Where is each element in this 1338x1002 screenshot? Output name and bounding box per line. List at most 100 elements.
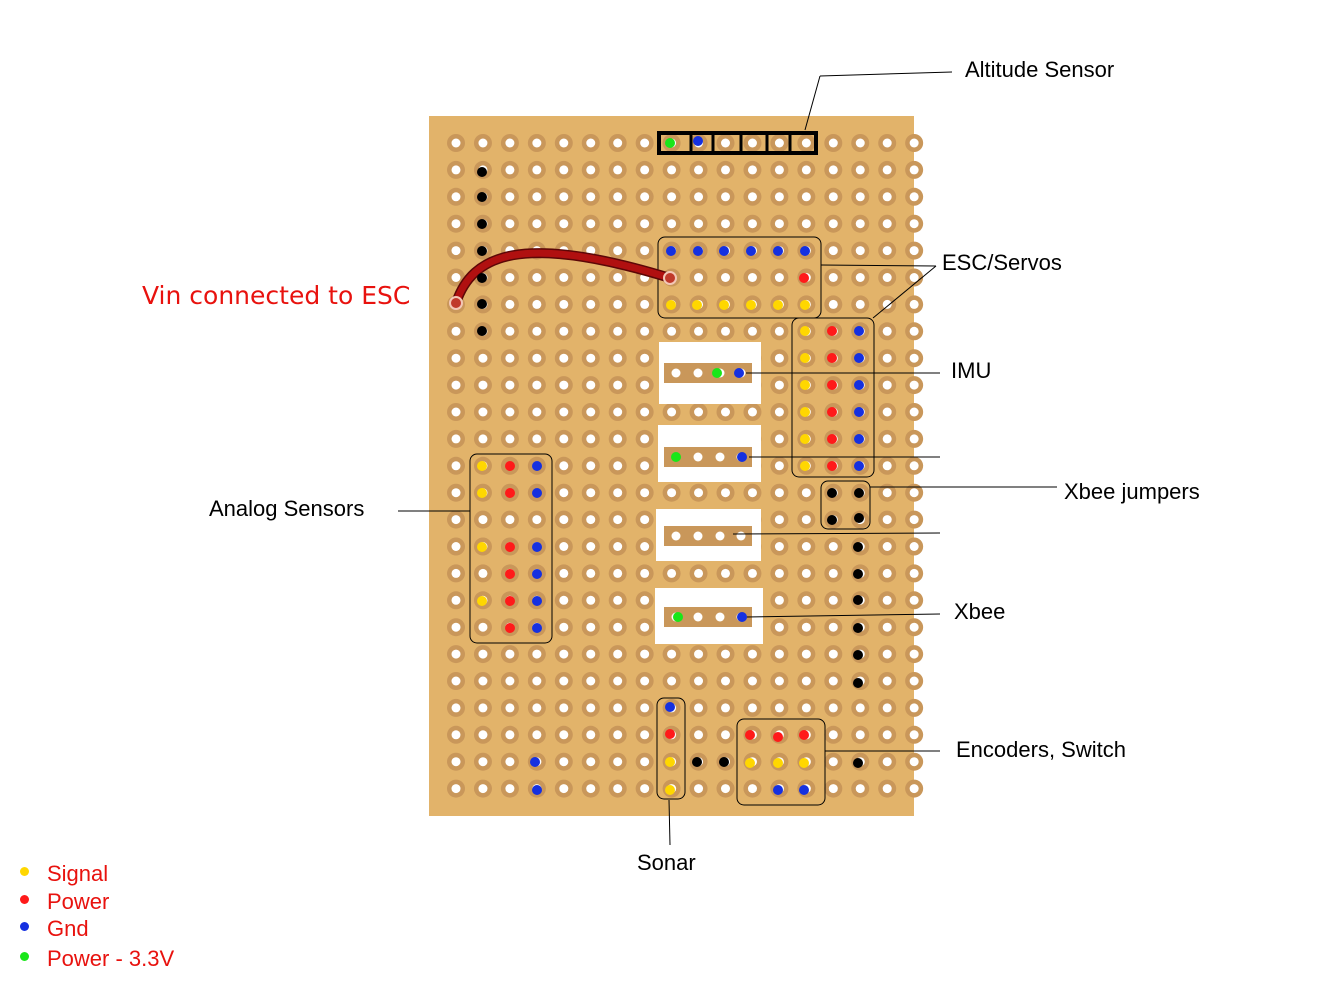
legend-item-power-3v3: Power - 3.3V	[20, 948, 174, 970]
pad-hole	[721, 138, 730, 148]
pad-hole	[721, 703, 730, 713]
gnd-dot	[773, 785, 783, 795]
pad-hole	[586, 219, 596, 229]
pad-hole	[613, 353, 623, 363]
pad-hole	[613, 380, 623, 390]
pad-hole	[532, 165, 542, 175]
pad-hole	[855, 246, 865, 256]
pad-hole	[559, 407, 569, 417]
gnd-dot	[734, 368, 744, 378]
pad-hole	[613, 138, 623, 148]
pad-hole	[478, 622, 488, 632]
gnd-dot	[665, 702, 675, 712]
pad-hole	[721, 326, 730, 336]
pad-hole	[559, 542, 569, 551]
pad-hole	[559, 568, 569, 578]
pad-hole	[882, 649, 892, 659]
pad-hole	[667, 165, 677, 175]
pad-hole	[451, 138, 461, 148]
pad-hole	[451, 730, 461, 740]
pad-hole	[667, 192, 677, 202]
power-3v3-dot	[673, 612, 683, 622]
gnd-dot	[532, 488, 542, 498]
pad-hole	[532, 273, 542, 282]
header-hole	[693, 368, 703, 378]
pad-hole	[774, 192, 784, 202]
power-dot	[773, 732, 783, 742]
gnd-dot	[800, 246, 810, 256]
power-3v3-dot	[712, 368, 722, 378]
pad-hole	[828, 299, 838, 309]
signal-dot-icon	[20, 866, 29, 876]
gnd-dot	[532, 785, 542, 795]
power-dot	[505, 623, 515, 633]
pad-hole	[909, 407, 919, 417]
pad-hole	[559, 622, 569, 632]
pad-hole	[828, 676, 838, 686]
wire-end	[663, 271, 677, 285]
pad-hole	[505, 407, 515, 417]
pad-hole	[747, 676, 757, 686]
pad-hole	[451, 757, 461, 767]
pad-hole	[532, 730, 542, 740]
pad-hole	[586, 784, 596, 794]
pad-hole	[747, 488, 757, 498]
pad-hole	[640, 730, 650, 740]
pad-hole	[774, 380, 784, 390]
pad-hole	[451, 353, 461, 363]
pad-hole	[855, 273, 865, 282]
gnd-dot	[693, 246, 703, 256]
pad-hole	[505, 784, 515, 794]
pad-hole	[909, 676, 919, 686]
pad-hole	[505, 273, 515, 282]
black-dot	[719, 757, 729, 767]
pad-hole	[694, 273, 704, 282]
pad-hole	[613, 488, 623, 498]
pad-hole	[828, 219, 838, 229]
pad-hole	[855, 299, 865, 309]
pad-hole	[909, 649, 919, 659]
pad-hole	[774, 649, 784, 659]
pad-hole	[478, 676, 488, 686]
pad-hole	[451, 326, 461, 336]
signal-dot	[799, 758, 809, 768]
pad-hole	[855, 219, 865, 229]
pad-hole	[559, 703, 569, 713]
pad-hole	[532, 434, 542, 444]
pad-hole	[559, 192, 569, 202]
pad-hole	[505, 353, 515, 363]
pad-hole	[613, 542, 623, 551]
pad-hole	[721, 730, 730, 740]
pad-hole	[640, 326, 650, 336]
pad-hole	[747, 219, 757, 229]
pad-hole	[478, 784, 488, 794]
pad-hole	[667, 407, 677, 417]
power-3v3-dot	[665, 138, 675, 148]
pad-hole	[694, 407, 704, 417]
gnd-dot	[737, 612, 747, 622]
pad-hole	[801, 622, 811, 632]
pad-hole	[559, 380, 569, 390]
pad-hole	[613, 434, 623, 444]
wire-core	[452, 249, 674, 307]
black-dot	[692, 757, 702, 767]
pad-hole	[774, 138, 784, 148]
pad-hole	[882, 407, 892, 417]
power-dot	[799, 273, 809, 283]
pad-hole	[909, 299, 919, 309]
pad-hole	[909, 192, 919, 202]
pad-hole	[586, 676, 596, 686]
pad-hole	[640, 542, 650, 551]
power-dot	[665, 729, 675, 739]
gnd-dot	[854, 380, 864, 390]
leader-lines	[398, 71, 1057, 846]
black-dot	[853, 678, 863, 688]
signal-dot	[800, 407, 810, 417]
pad-hole	[828, 784, 838, 794]
pad-hole	[532, 649, 542, 659]
pad-hole	[640, 595, 650, 605]
pad-hole	[451, 568, 461, 578]
pad-hole	[613, 622, 623, 632]
black-dot	[477, 326, 487, 336]
pad-hole	[882, 273, 892, 282]
